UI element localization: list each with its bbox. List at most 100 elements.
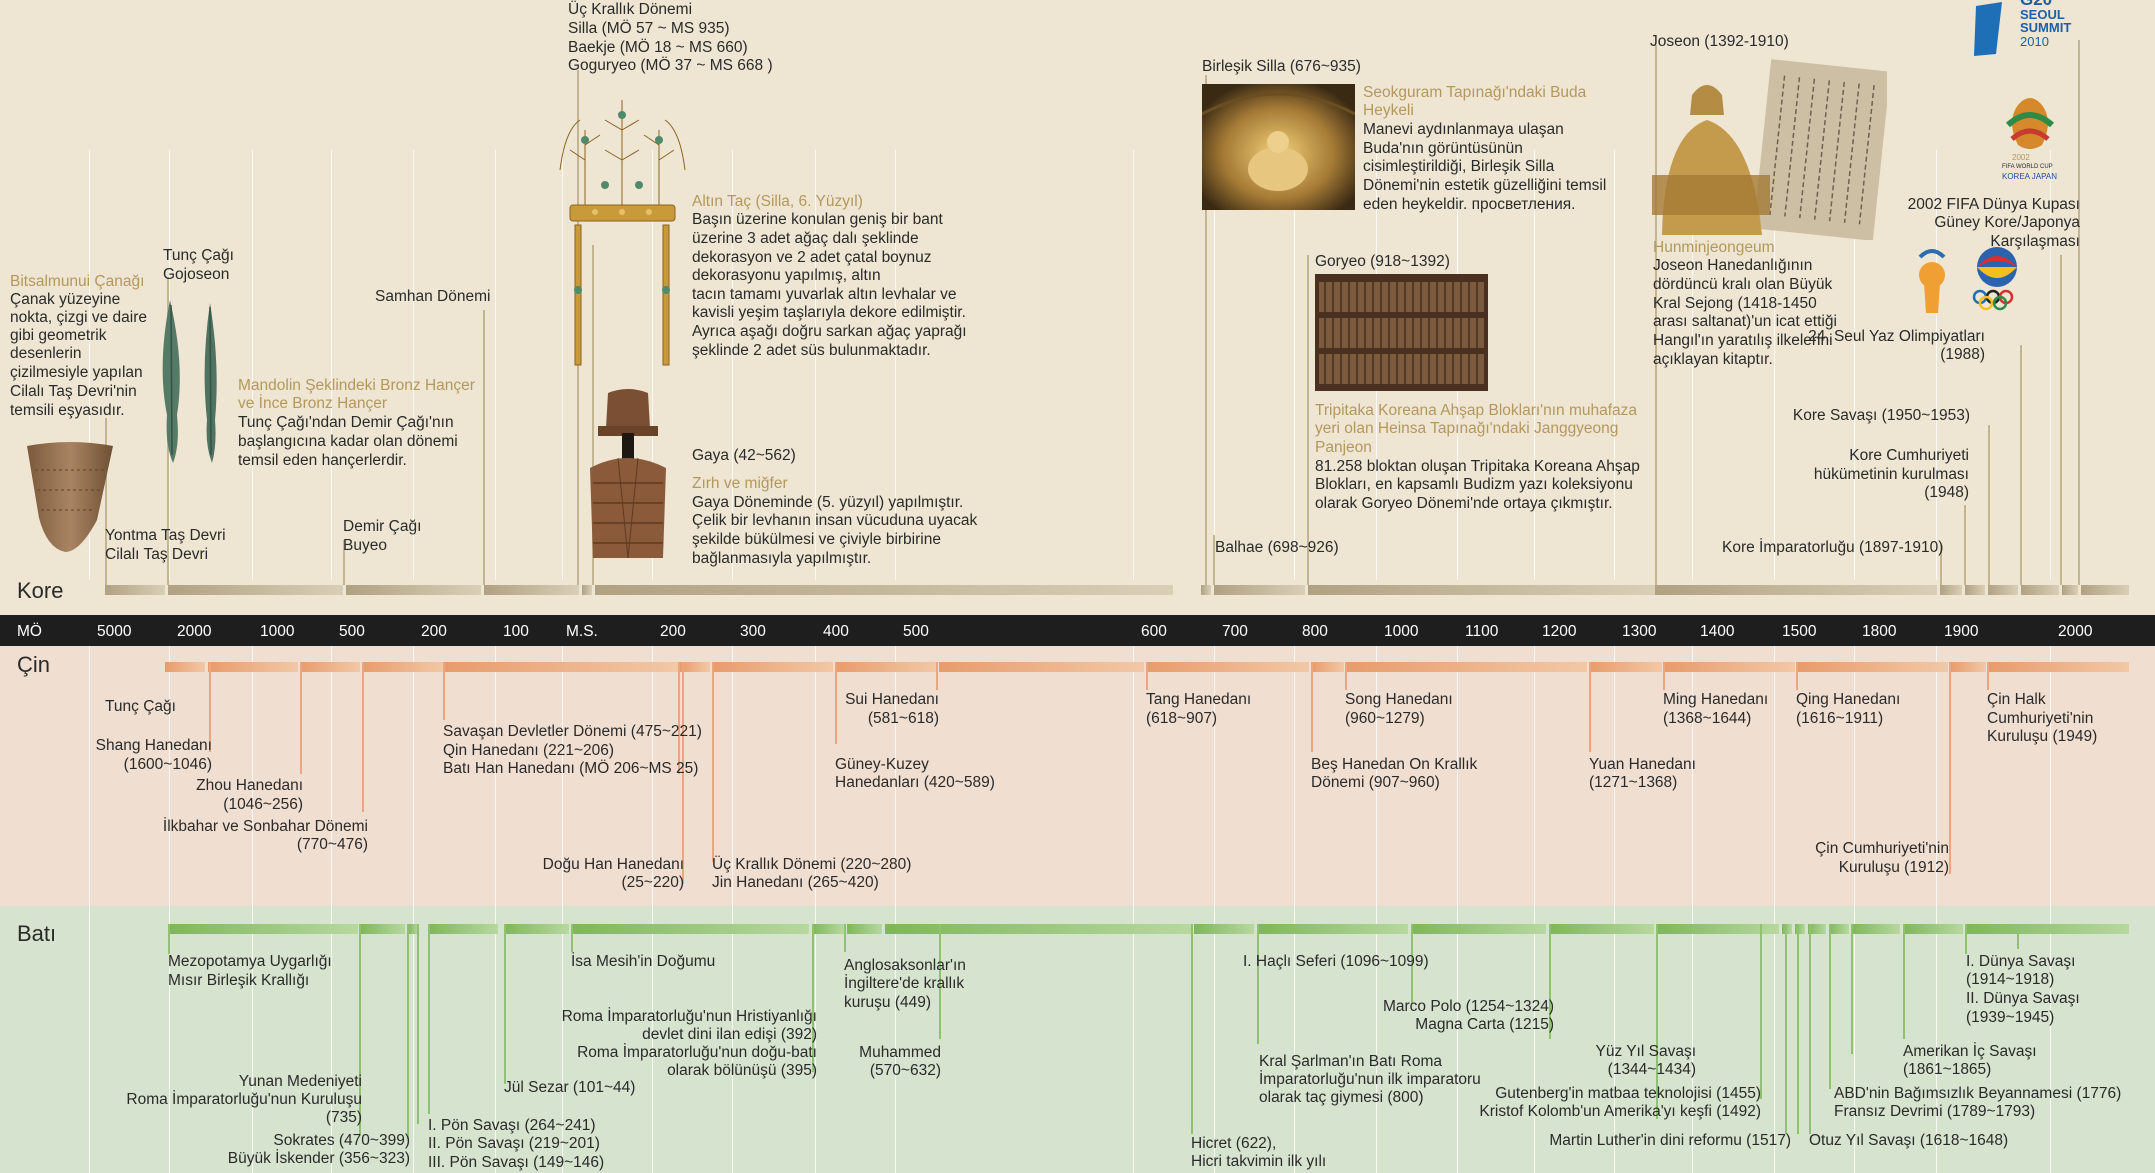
grid-line bbox=[413, 150, 414, 580]
gojoseon-label: Gojoseon bbox=[163, 266, 230, 283]
bati-leader-line bbox=[417, 924, 419, 1124]
grid-line bbox=[495, 906, 496, 1173]
grid-line bbox=[1774, 646, 1775, 906]
kore-imparatorlugu-label: Kore İmparatorluğu (1897-1910) bbox=[1722, 539, 1944, 556]
grid-line bbox=[1774, 150, 1775, 580]
bati-period-bar bbox=[1194, 924, 1254, 934]
kore-leader-line bbox=[343, 540, 345, 585]
grid-line bbox=[815, 150, 816, 580]
seokguram-title: Seokguram Tapınağı'ndaki Buda bbox=[1363, 84, 1587, 101]
cin-period-bar bbox=[1951, 662, 1986, 672]
grid-line bbox=[652, 646, 653, 906]
grid-line bbox=[562, 906, 563, 1173]
cin-leader-line bbox=[1589, 662, 1591, 752]
grid-line bbox=[1614, 646, 1615, 906]
kore-leader-line bbox=[2060, 255, 2062, 585]
tunc-cagi-label: Tunç Çağı bbox=[163, 247, 234, 264]
marco-polo-label: Marco Polo (1254~1324) bbox=[1382, 998, 1554, 1015]
seokguram-desc-line: Manevi aydınlanmaya ulaşan bbox=[1363, 121, 1564, 138]
grid-line bbox=[89, 906, 90, 1173]
goryeo-label: Goryeo (918~1392) bbox=[1315, 253, 1450, 270]
kore-period-bar bbox=[2062, 585, 2078, 595]
luther-label: Martin Luther'in dini reformu (1517) bbox=[1549, 1132, 1791, 1149]
altin-tac-desc-line: tacın tamamı yuvarlak altın levhalar ve bbox=[692, 286, 957, 303]
bati-leader-line bbox=[844, 924, 846, 952]
song-label: (960~1279) bbox=[1345, 710, 1425, 727]
bati-leader-line bbox=[359, 924, 361, 1134]
bati-period-bar bbox=[1549, 924, 1654, 934]
roma-bolunus-label: olarak bölünüşü (395) bbox=[667, 1062, 817, 1079]
bati-leader-line bbox=[1965, 924, 1967, 954]
pon-savasi-label: II. Pön Savaşı (219~201) bbox=[428, 1135, 600, 1152]
cilali-label: Cilalı Taş Devri bbox=[105, 546, 209, 563]
guney-kuzey-label: Hanedanları (420~589) bbox=[835, 774, 995, 791]
sokrates-label: Sokrates (470~399) bbox=[273, 1132, 410, 1149]
fifa-label: 2002 FIFA Dünya Kupası bbox=[1907, 196, 2080, 213]
kore-cumhuriyeti-label: hükümetinin kurulması bbox=[1813, 466, 1969, 483]
seoul-olympics-label: (1988) bbox=[1940, 346, 1985, 363]
zhou-label: Zhou Hanedanı bbox=[196, 777, 303, 794]
bronze-dagger-image bbox=[162, 300, 217, 463]
grid-line bbox=[652, 906, 653, 1173]
cin-period-bar bbox=[300, 662, 360, 672]
cin-leader-line bbox=[209, 662, 211, 752]
gutenberg-label: Gutenberg'in matbaa teknolojisi (1455) bbox=[1495, 1085, 1761, 1102]
bati-leader-line bbox=[1411, 924, 1413, 1004]
kore-leader-line bbox=[483, 310, 485, 585]
grid-line bbox=[1854, 906, 1855, 1173]
grid-line bbox=[331, 646, 332, 906]
amerikan-label: (1861~1865) bbox=[1903, 1061, 1992, 1078]
bati-period-bar bbox=[168, 924, 358, 934]
cin-leader-line bbox=[1146, 662, 1148, 690]
grid-line bbox=[1614, 150, 1615, 580]
grid-line bbox=[1936, 150, 1937, 580]
bati-period-bar bbox=[428, 924, 498, 934]
altin-tac-desc-line: Ayrıca aşağı doğru sarkan ağaç yaprağı bbox=[692, 323, 967, 340]
sui-label: (581~618) bbox=[867, 710, 939, 727]
bati-leader-line bbox=[1797, 924, 1799, 1134]
tang-label: Tang Hanedanı bbox=[1146, 691, 1252, 708]
cin-period-bar bbox=[1798, 662, 1948, 672]
axis-tick: 5000 bbox=[97, 623, 132, 640]
zirh-desc-line: Gaya Döneminde (5. yüzyıl) yapılmıştır. bbox=[692, 494, 964, 511]
bati-leader-line bbox=[1549, 924, 1551, 1039]
kore-period-bar bbox=[582, 585, 592, 595]
kore-period-bar bbox=[1655, 585, 1937, 595]
altin-tac-desc-line: Başın üzerine konulan geniş bir bant bbox=[692, 211, 943, 228]
otuz-yil-label: Otuz Yıl Savaşı (1618~1648) bbox=[1809, 1132, 2009, 1149]
joseon-label: Joseon (1392-1910) bbox=[1650, 33, 1789, 50]
yuan-label: Yuan Hanedanı bbox=[1589, 756, 1696, 773]
bati-leader-line bbox=[1903, 924, 1905, 1039]
demir-label: Demir Çağı bbox=[343, 518, 422, 535]
kore-period-bar bbox=[1214, 585, 1305, 595]
axis-tick: 2000 bbox=[2058, 623, 2093, 640]
yuan-label: (1271~1368) bbox=[1589, 774, 1678, 791]
bitsalmunui-desc-line: temsili eşyasıdır. bbox=[10, 402, 125, 419]
tripitaka-desc-line: 81.258 bloktan oluşan Tripitaka Koreana … bbox=[1315, 458, 1640, 475]
grid-line bbox=[732, 646, 733, 906]
kore-period-bar bbox=[168, 585, 343, 595]
tripitaka-title: Tripitaka Koreana Ahşap Blokları'nın muh… bbox=[1315, 402, 1638, 419]
uc-krallik-cin-label: Üç Krallık Dönemi (220~280) bbox=[712, 856, 912, 873]
zirh-title: Zırh ve miğfer bbox=[692, 475, 788, 492]
bati-period-bar bbox=[408, 924, 418, 934]
kore-leader-line bbox=[1964, 505, 1966, 585]
kore-period-bar bbox=[105, 585, 165, 595]
grid-line bbox=[252, 906, 253, 1173]
axis-tick: 1300 bbox=[1622, 623, 1657, 640]
grid-line bbox=[1936, 906, 1937, 1173]
grid-line bbox=[1854, 150, 1855, 580]
uc-krallik-title: Üç Krallık Dönemi bbox=[568, 1, 693, 18]
grid-line bbox=[89, 150, 90, 580]
grid-line bbox=[1133, 646, 1134, 906]
bati-leader-line bbox=[939, 924, 941, 1039]
bes-hanedan-label: Dönemi (907~960) bbox=[1311, 774, 1440, 791]
silla-label: Silla (MÖ 57 ~ MS 935) bbox=[568, 20, 730, 37]
kore-cumhuriyeti-label: (1948) bbox=[1924, 484, 1969, 501]
bati-period-bar bbox=[1829, 924, 1849, 934]
grid-line bbox=[2050, 646, 2051, 906]
grid-line bbox=[562, 150, 563, 580]
seokguram-desc-line: eden heykeldir. просветления. bbox=[1363, 196, 1576, 213]
bati-period-bar bbox=[847, 924, 882, 934]
altin-tac-desc-line: dekorasyon ve 2 adet çatal boynuz bbox=[692, 249, 932, 266]
